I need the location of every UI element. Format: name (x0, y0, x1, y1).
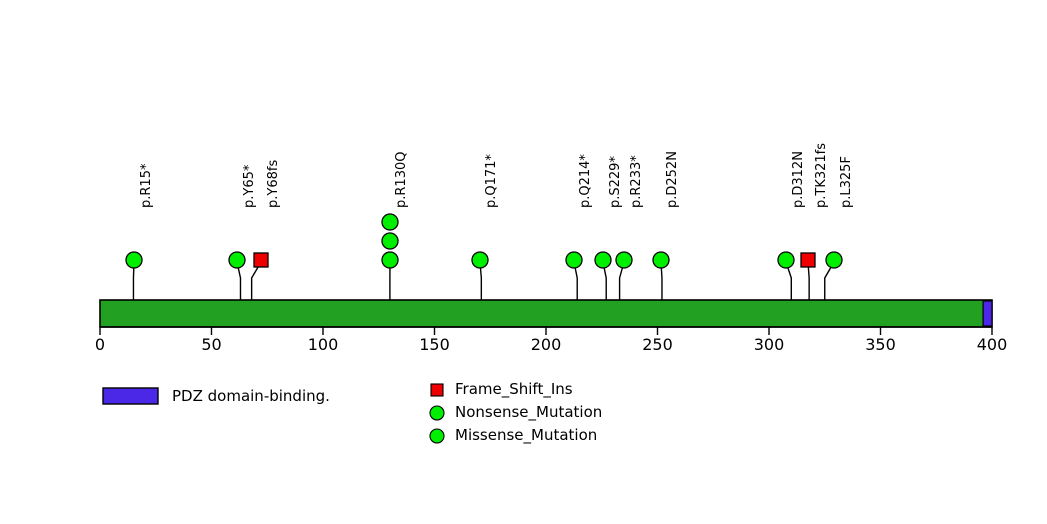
mutation-label: p.Y68fs (266, 159, 281, 208)
mutation-marker-circle[interactable] (381, 232, 399, 250)
mutation-marker-circle[interactable] (471, 251, 489, 269)
legend-domain-swatch (102, 387, 159, 405)
mutation-marker-circle[interactable] (594, 251, 612, 269)
position-axis (99, 326, 993, 335)
mutation-marker-circle[interactable] (381, 213, 399, 231)
axis-tick-label: 200 (530, 335, 562, 354)
mutation-label: p.Q214* (578, 154, 593, 208)
mutation-label: p.R233* (629, 155, 644, 208)
axis-tick-label: 350 (865, 335, 896, 354)
mutation-label: p.R130Q (394, 151, 409, 208)
legend-domain-label: PDZ domain-binding. (172, 387, 330, 405)
legend-mutation-label: Nonsense_Mutation (455, 403, 603, 421)
axis-tick-label: 0 (94, 335, 106, 354)
mutation-label: p.D252N (665, 151, 680, 208)
axis-tick-label: 400 (976, 335, 1008, 354)
mutation-marker-square[interactable] (800, 252, 816, 268)
mutation-marker-circle[interactable] (825, 251, 843, 269)
protein-backbone (99, 299, 993, 328)
mutation-label: p.D312N (791, 151, 806, 208)
protein-domain[interactable] (982, 300, 993, 327)
axis-tick-label: 300 (753, 335, 785, 354)
mutation-label: p.TK321fs (814, 142, 829, 208)
mutation-marker-circle[interactable] (381, 251, 399, 269)
legend-marker-circle (429, 405, 445, 421)
mutation-marker-circle[interactable] (652, 251, 670, 269)
mutation-marker-circle[interactable] (615, 251, 633, 269)
mutation-marker-circle[interactable] (777, 251, 795, 269)
mutation-marker-square[interactable] (253, 252, 269, 268)
legend-mutation-label: Missense_Mutation (455, 426, 598, 444)
mutation-marker-circle[interactable] (565, 251, 583, 269)
axis-tick-label: 50 (201, 335, 222, 354)
legend-marker-circle (429, 428, 445, 444)
mutation-label: p.L325F (839, 156, 854, 208)
backbone-bar (99, 299, 993, 328)
mutation-marker-circle[interactable] (228, 251, 246, 269)
axis-tick-label: 100 (307, 335, 339, 354)
mutation-label: p.Q171* (484, 154, 499, 208)
legend-mutation-label: Frame_Shift_Ins (455, 380, 573, 398)
legend-marker-square (430, 383, 444, 397)
legend (102, 383, 445, 444)
mutation-label: p.Y65* (242, 164, 257, 208)
mutation-marker-circle[interactable] (125, 251, 143, 269)
axis-tick-label: 150 (419, 335, 450, 354)
mutation-label: p.S229* (608, 156, 623, 208)
axis-tick-label: 250 (642, 335, 673, 354)
mutation-markers[interactable] (125, 213, 843, 269)
mutation-label: p.R15* (139, 163, 154, 208)
